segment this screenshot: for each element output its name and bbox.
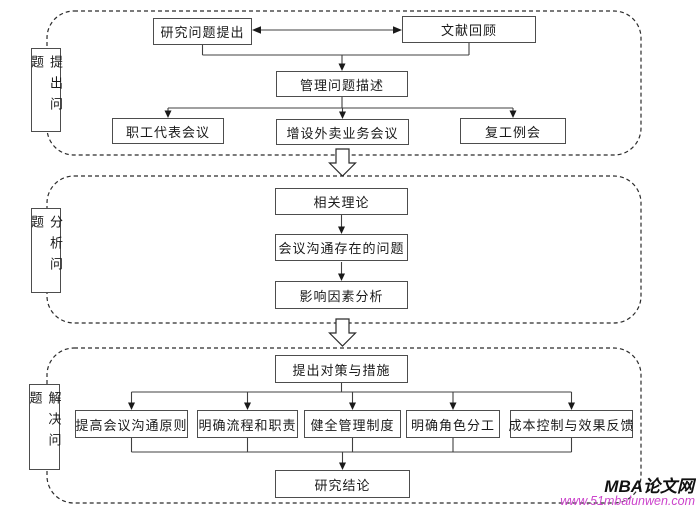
node-related-theory: 相关理论 [275,188,408,215]
node-factor-analysis: 影响因素分析 [275,281,408,309]
arrowheads [128,26,575,470]
node-communication-principle: 提高会议沟通原则 [75,410,188,438]
section-label-solve-problem: 解决问题 [28,384,62,470]
node-role-division: 明确角色分工 [406,410,500,438]
node-measures: 提出对策与措施 [275,355,408,383]
watermark-site-url: www.51mbalunwen.com [560,494,695,508]
node-cost-feedback: 成本控制与效果反馈 [509,410,634,438]
watermark-site-name: MBA论文网 [604,477,694,496]
node-communication-problems: 会议沟通存在的问题 [275,234,408,261]
node-takeout-meeting: 增设外卖业务会议 [276,119,409,145]
section-border-raise [46,10,642,156]
node-research-question: 研究问题提出 [153,18,252,45]
section-label-analyze-problem: 分析问题 [29,208,63,293]
node-management-problem: 管理问题描述 [276,71,408,97]
node-rework-meeting: 复工例会 [460,118,566,144]
block-arrow-down-1 [328,148,357,177]
node-process-duty: 明确流程和职责 [197,410,298,438]
node-conclusion: 研究结论 [275,470,410,498]
node-management-system: 健全管理制度 [304,410,401,438]
section-label-raise-problem: 提出问题 [29,48,63,132]
block-arrow-down-2 [328,318,357,347]
node-literature-review: 文献回顾 [402,16,536,43]
node-staff-meeting: 职工代表会议 [112,118,224,144]
